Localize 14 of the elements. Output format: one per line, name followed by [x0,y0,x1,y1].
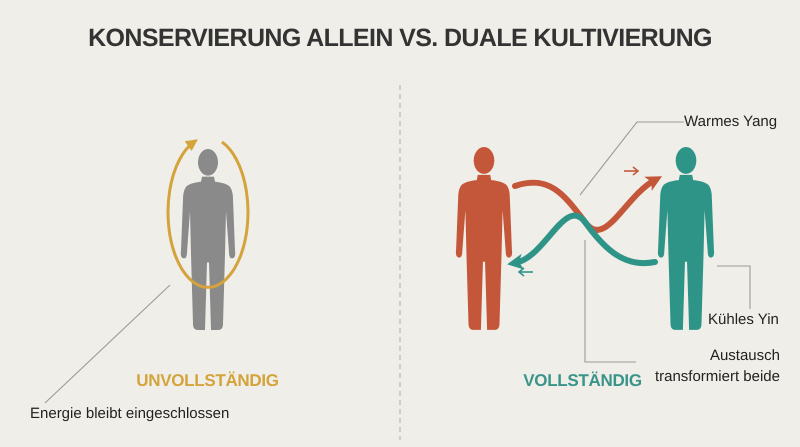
leader-line [44,284,170,404]
callout-text: Warmes Yang [684,111,784,132]
status-label: VOLLSTÄNDIG [522,371,643,391]
energy-arrow [512,176,662,233]
leader-line [580,121,684,196]
leader-line [584,240,636,363]
person-figure [453,146,515,332]
callout-text: Energie bleibt eingeschlossen [30,403,260,424]
energy-arrow [507,212,658,268]
leader-line [717,265,751,309]
title: KONSERVIERUNG ALLEIN VS. DUALE KULTIVIERUNG [87,24,713,53]
status-label: UNVOLLSTÄNDIG [135,371,280,391]
person-figure [178,148,238,332]
callout-text: Kühles Yin [708,309,782,330]
